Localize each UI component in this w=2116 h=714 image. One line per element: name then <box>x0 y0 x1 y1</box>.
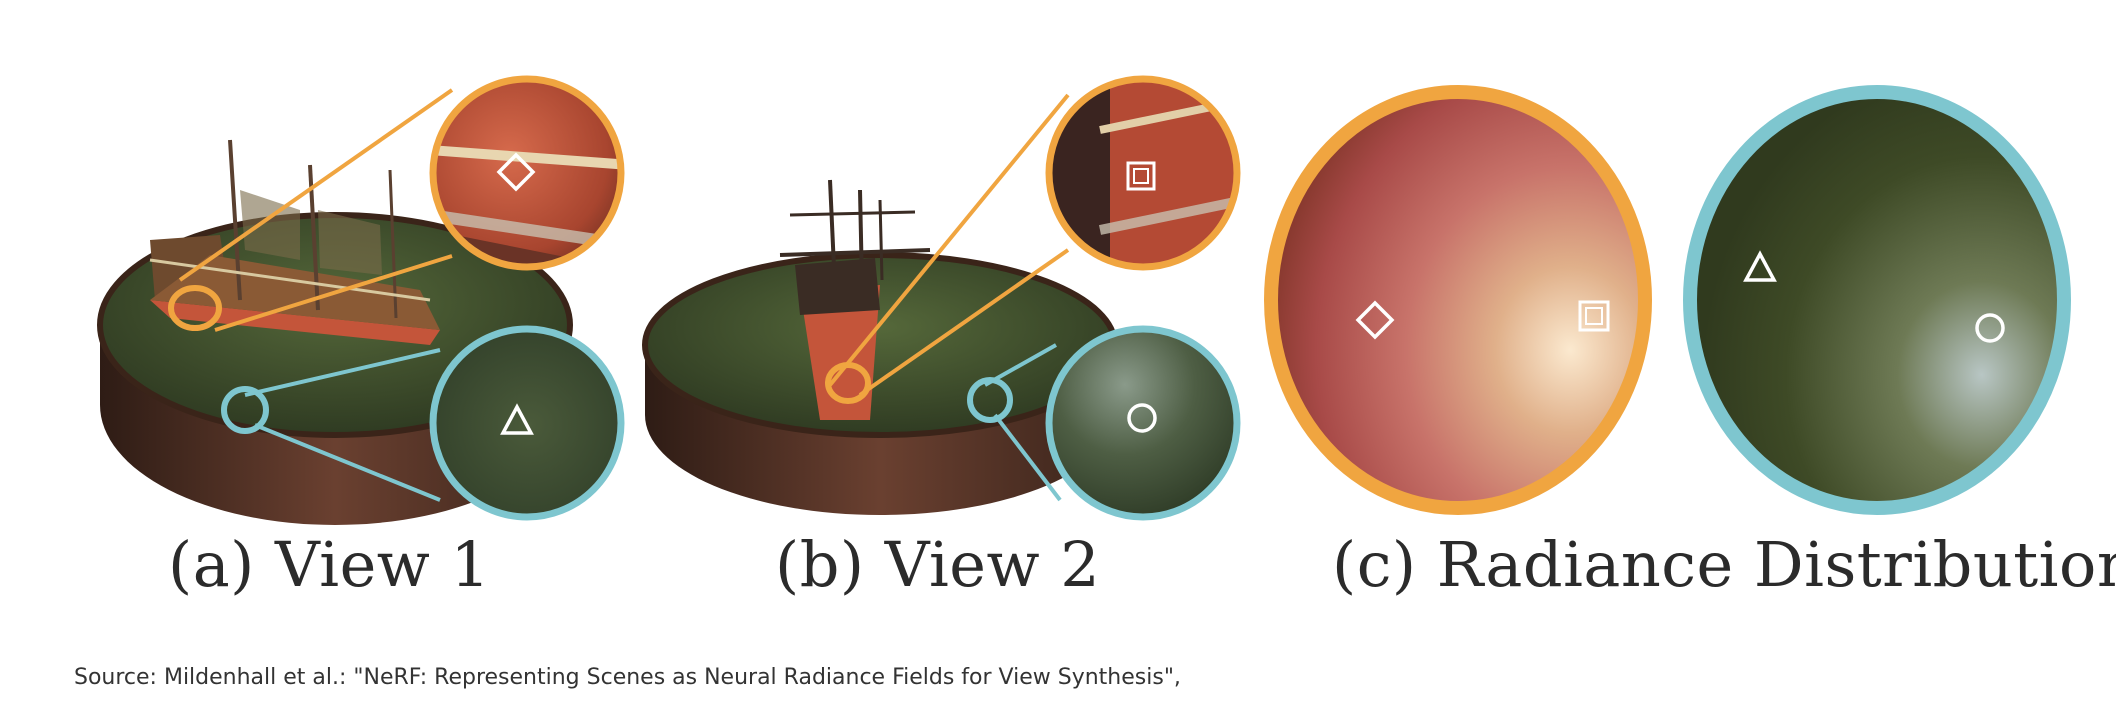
caption-view-2: (b) View 2 <box>775 528 1101 601</box>
ship-a <box>149 139 440 345</box>
zoom-water-b <box>1045 325 1241 521</box>
panel-a-scene <box>97 75 625 525</box>
panel-c-scene <box>1264 85 2071 515</box>
marker-ring-water-a <box>221 386 269 434</box>
circle-marker-c <box>1975 313 2005 343</box>
radiance-teal <box>1683 85 2071 515</box>
square-marker-c <box>1578 300 1610 332</box>
zoom-hull-a <box>429 75 625 271</box>
marker-ring-hull-a <box>168 285 222 331</box>
zoom-water-a <box>429 325 625 521</box>
marker-ring-hull-b <box>825 362 871 404</box>
marker-ring-water-b <box>967 377 1013 423</box>
circle-marker-b <box>1127 403 1157 433</box>
ship-b <box>779 179 931 420</box>
panel-b-scene <box>642 75 1241 521</box>
radiance-orange <box>1264 85 1652 515</box>
zoom-hull-b <box>1045 75 1241 271</box>
caption-radiance-distributions: (c) Radiance Distributions <box>1332 528 2116 601</box>
diamond-marker-a <box>496 152 536 192</box>
diamond-marker-c <box>1355 300 1395 340</box>
caption-view-1: (a) View 1 <box>168 528 491 601</box>
triangle-marker-c <box>1743 250 1777 282</box>
square-marker-b <box>1126 161 1156 191</box>
triangle-marker-a <box>500 403 534 435</box>
source-citation: Source: Mildenhall et al.: "NeRF: Repres… <box>74 665 1181 690</box>
